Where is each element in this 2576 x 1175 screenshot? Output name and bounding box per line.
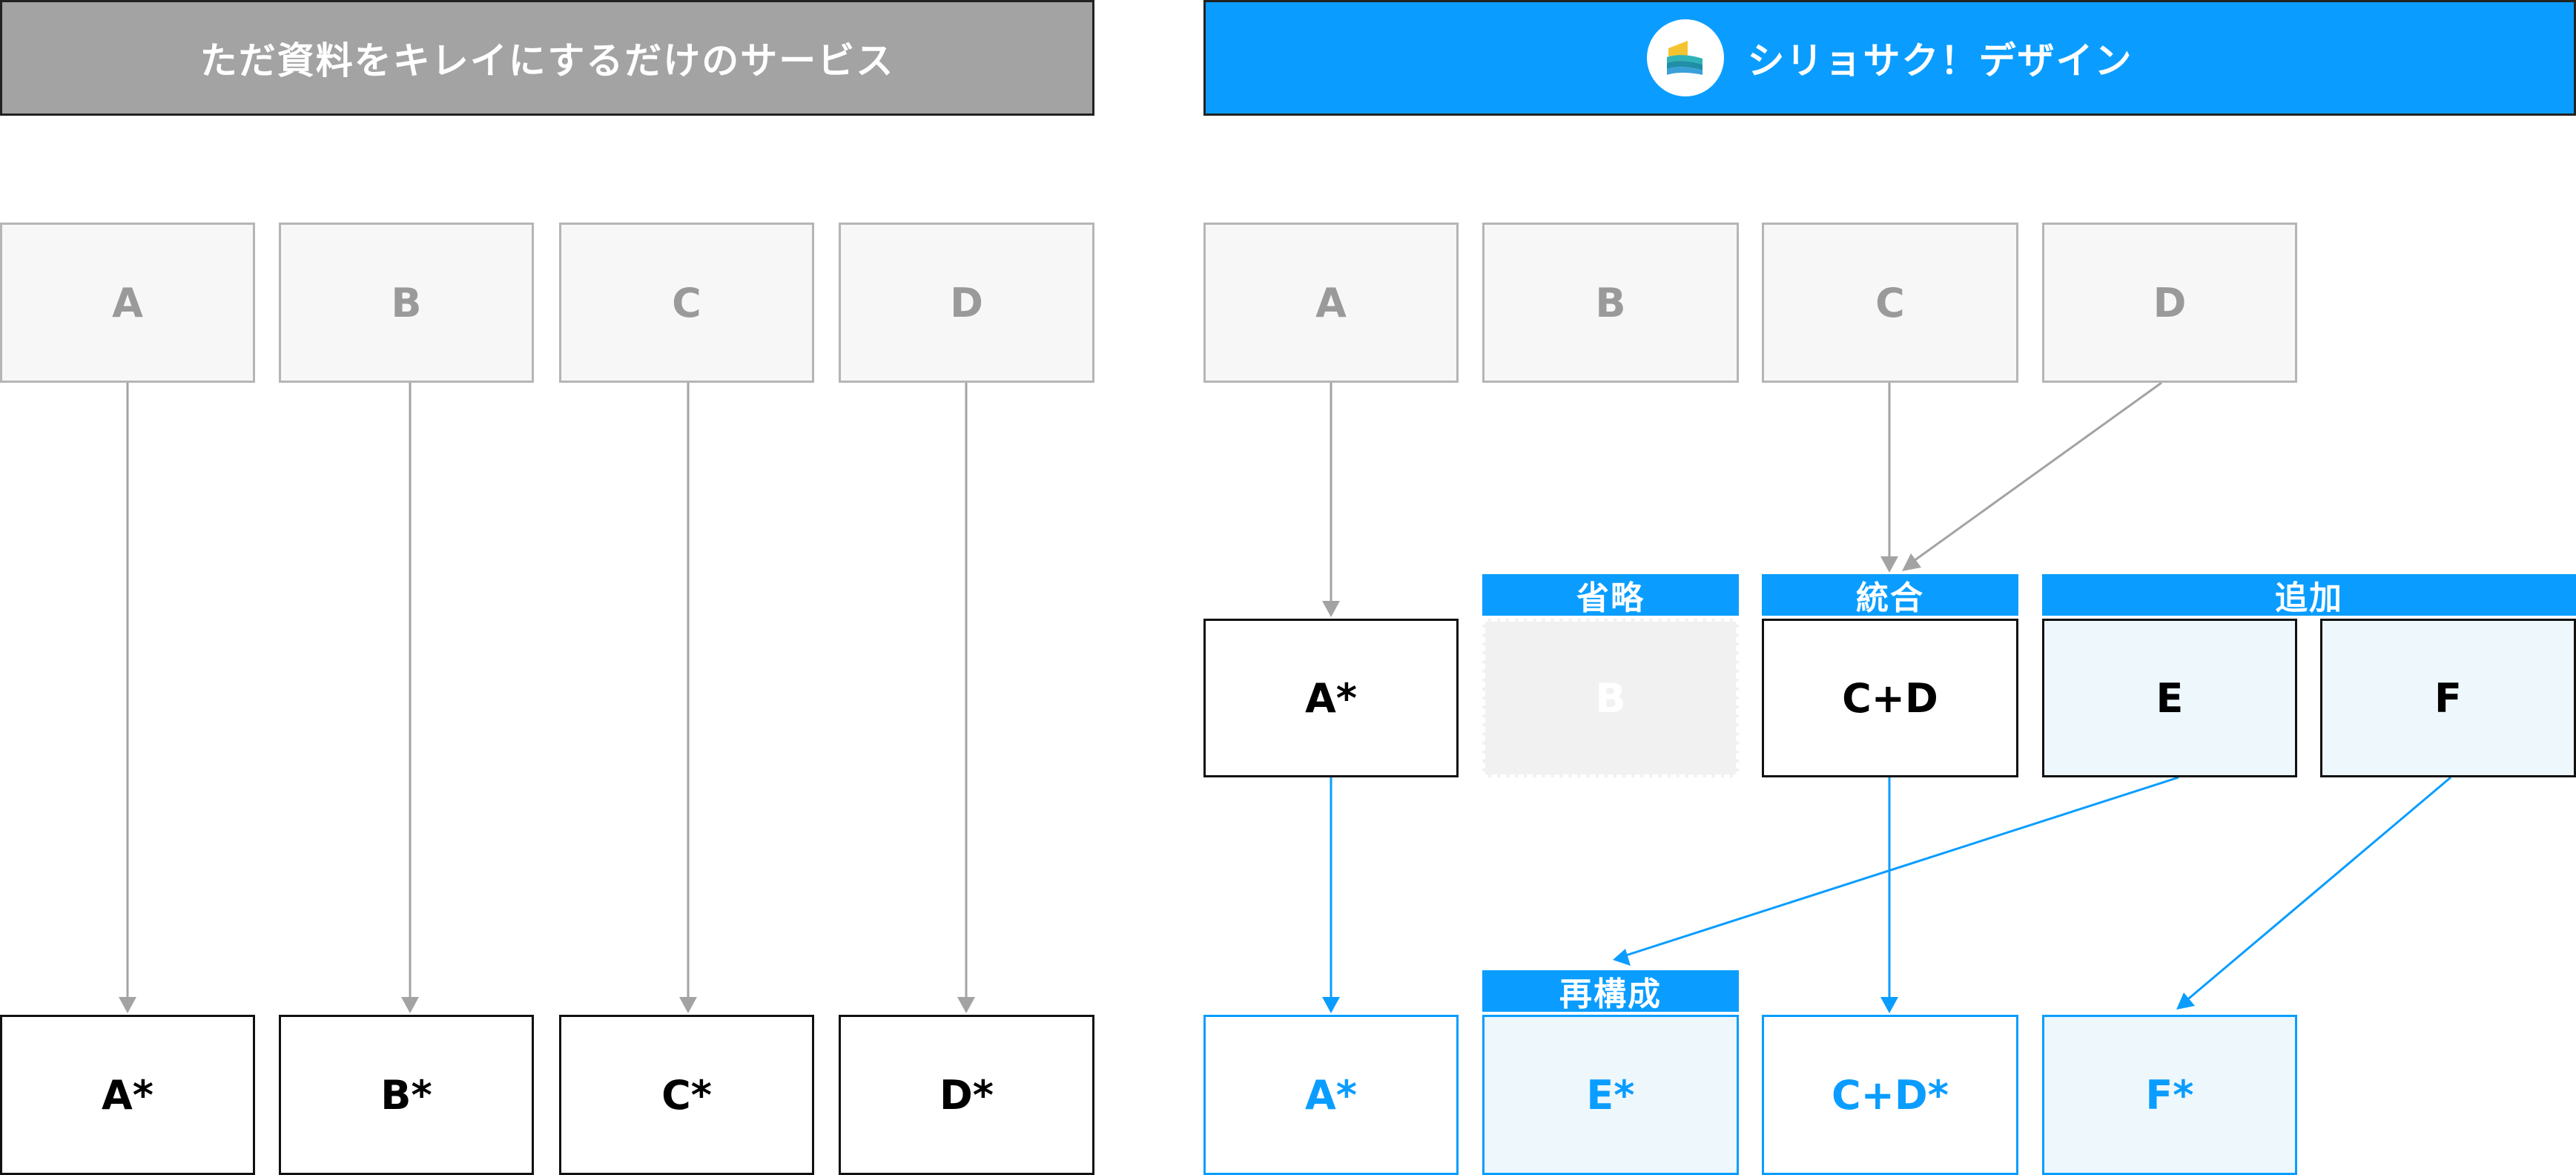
right-source-a-label: A [1315, 279, 1347, 326]
middle-box-f-label: F [2434, 674, 2462, 722]
tag-add-label: 追加 [2275, 579, 2343, 617]
final-box-a: A* [1203, 1015, 1459, 1175]
left-source-b: B [279, 223, 534, 383]
final-box-a-label: A* [1304, 1071, 1358, 1119]
arrowhead-right-d [1902, 553, 1921, 571]
left-output-c: C* [559, 1015, 814, 1175]
arrowhead-right-a [1322, 601, 1340, 617]
arrowhead-cd-final [1880, 997, 1898, 1013]
left-output-d: D* [839, 1015, 1094, 1175]
middle-box-b-label: B [1595, 674, 1626, 722]
right-source-d-label: D [2153, 279, 2187, 326]
tag-merge-label: 統合 [1856, 579, 1924, 617]
left-output-a: A* [0, 1015, 255, 1175]
arrow-f-to-final [2179, 776, 2451, 1007]
tag-omit: 省略 [1482, 574, 1739, 617]
arrowhead-left-a [119, 997, 136, 1013]
final-box-f-label: F* [2145, 1071, 2194, 1119]
arrowhead-a-final [1322, 997, 1340, 1013]
final-box-f: F* [2042, 1015, 2297, 1175]
right-source-c-label: C [1875, 279, 1905, 326]
stacked-pages-logo-icon [1646, 19, 1724, 96]
arrow-e-to-restructure [1616, 776, 2179, 960]
left-output-b-label: B* [380, 1071, 432, 1119]
middle-box-cd: C+D [1762, 619, 2018, 777]
left-output-a-label: A* [101, 1071, 154, 1119]
tag-merge: 統合 [1762, 574, 2018, 617]
middle-box-a-label: A* [1304, 674, 1358, 722]
left-source-a: A [0, 223, 255, 383]
arrowhead-left-d [957, 997, 975, 1013]
final-box-e-label: E* [1586, 1071, 1635, 1119]
left-source-c-label: C [672, 279, 701, 326]
middle-box-e-label: E [2156, 674, 2184, 722]
arrowhead-right-c [1880, 556, 1898, 573]
middle-box-a: A* [1203, 619, 1459, 777]
left-source-b-label: B [391, 279, 422, 326]
left-source-a-label: A [112, 279, 143, 326]
middle-box-b-omitted: B [1482, 619, 1739, 777]
tag-restructure-label: 再構成 [1559, 975, 1662, 1013]
left-output-c-label: C* [661, 1071, 712, 1119]
left-source-d: D [839, 223, 1094, 383]
arrowhead-f-final [2176, 993, 2195, 1010]
left-output-b: B* [279, 1015, 534, 1175]
left-source-c: C [559, 223, 814, 383]
left-header-title: ただ資料をキレイにするだけのサービス [199, 39, 895, 82]
final-box-cd-label: C+D* [1832, 1071, 1949, 1119]
middle-box-f: F [2320, 619, 2576, 777]
tag-omit-label: 省略 [1576, 579, 1645, 617]
tag-add: 追加 [2042, 574, 2576, 617]
arrowhead-left-c [679, 997, 697, 1013]
left-output-d-label: D* [939, 1071, 994, 1119]
tag-restructure: 再構成 [1482, 970, 1739, 1013]
arrowhead-e-restructure [1613, 949, 1631, 966]
right-source-b-label: B [1595, 279, 1626, 326]
middle-box-e: E [2042, 619, 2297, 777]
final-box-e: E* [1482, 1015, 1739, 1175]
left-source-d-label: D [950, 279, 983, 326]
right-source-a: A [1203, 223, 1459, 383]
right-source-d: D [2042, 223, 2297, 383]
right-source-b: B [1482, 223, 1739, 383]
right-header: シリョサク！デザイン [1203, 0, 2576, 116]
middle-box-cd-label: C+D [1842, 674, 1938, 722]
final-box-cd: C+D* [1762, 1015, 2018, 1175]
arrowhead-left-b [401, 997, 419, 1013]
arrow-right-d-to-cd [1905, 381, 2162, 568]
right-header-title: シリョサク！デザイン [1747, 39, 2133, 82]
right-source-c: C [1762, 223, 2018, 383]
left-header: ただ資料をキレイにするだけのサービス [0, 0, 1094, 116]
